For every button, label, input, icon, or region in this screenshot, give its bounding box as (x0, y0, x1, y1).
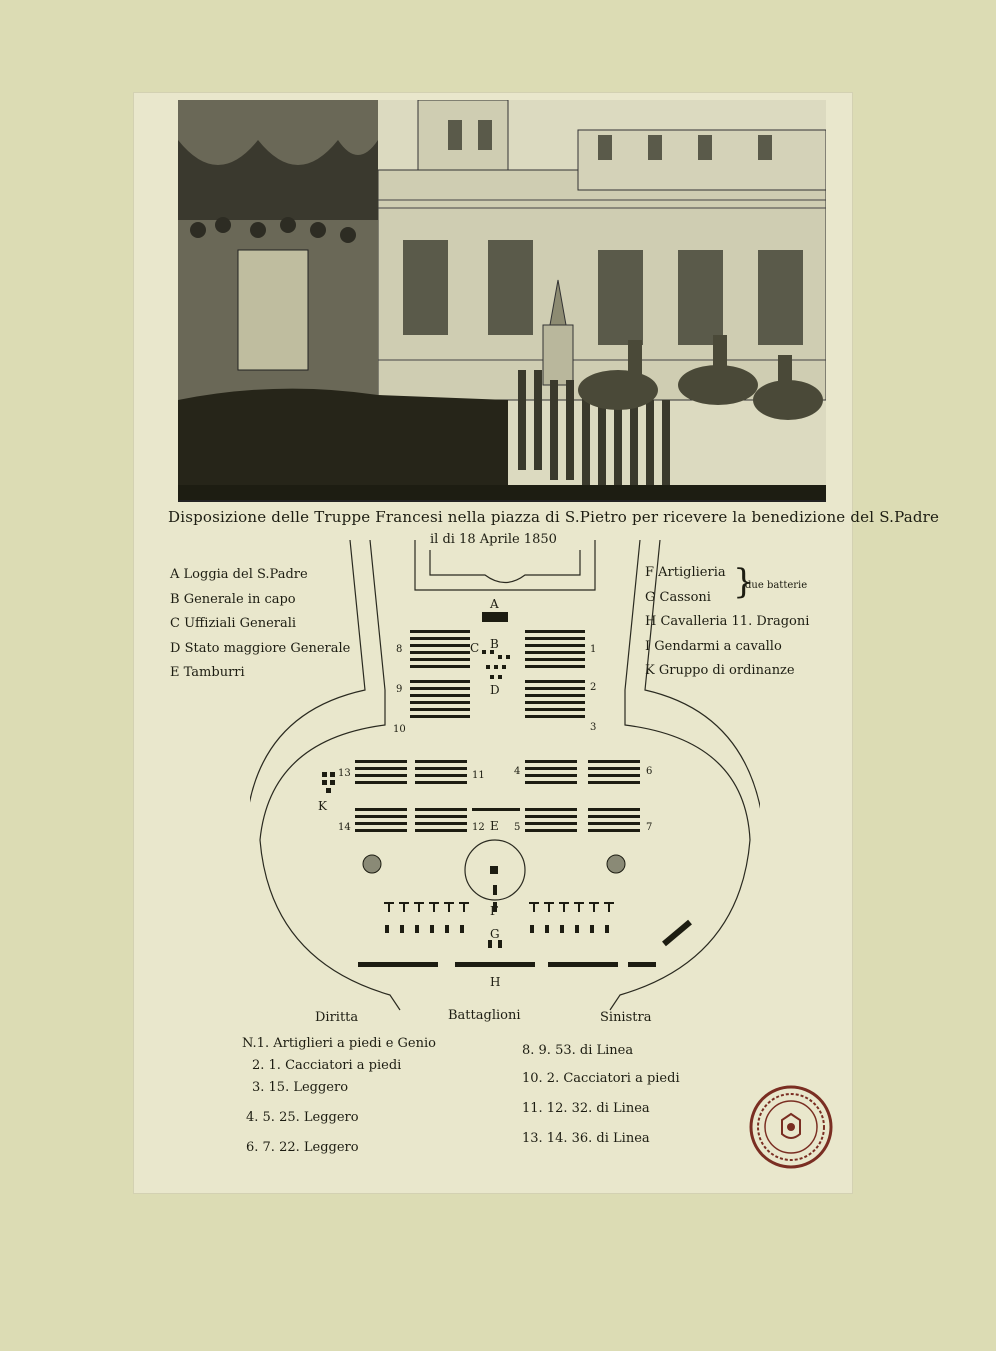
plan-num-11: 11 (472, 770, 485, 781)
legend-item: D Stato maggiore Generale (170, 640, 351, 656)
engraving-illustration (178, 100, 826, 502)
plan-num-1: 1 (590, 644, 596, 655)
plan-num-5: 5 (514, 822, 520, 833)
legend-item: F Artiglieria (645, 565, 726, 580)
plan-label-k: K (318, 799, 328, 813)
legend-left: A Loggia del S.Padre B Generale in capo … (170, 563, 350, 686)
engraving-caption: Disposizione delle Truppe Francesi nella… (168, 508, 940, 526)
loggia-marker (482, 612, 508, 622)
legend-item: K Gruppo di ordinanze (645, 663, 795, 678)
plan-num-8: 8 (396, 644, 402, 655)
caption-date: il di 18 Aprile 1850 (430, 532, 557, 547)
label-sinistra: Sinistra (600, 1010, 652, 1025)
battalions-right-list: 8. 9. 53. di Linea 10. 2. Cacciatori a p… (522, 1040, 680, 1150)
legend-item: A Loggia del S.Padre (170, 567, 308, 582)
plan-num-10: 10 (393, 724, 406, 735)
plan-num-3: 3 (590, 722, 596, 733)
plan-label-c: C (470, 641, 479, 655)
plan-num-13: 13 (338, 768, 351, 779)
due-batterie-note: due batterie (745, 580, 808, 591)
brace-glyph: } (733, 562, 755, 602)
obelisk-marker (490, 866, 498, 874)
battalion-item: N.1. Artiglieri a piedi e Genio (242, 1036, 436, 1051)
plan-num-12: 12 (472, 822, 485, 833)
plan-label-g: G (490, 927, 500, 941)
legend-right: F Artiglieria G Cassoni H Cavalleria 11.… (645, 561, 809, 684)
battalion-item: 6. 7. 22. Leggero (246, 1140, 359, 1155)
legend-item: B Generale in capo (170, 591, 296, 607)
plan-num-14: 14 (338, 822, 351, 833)
legend-item: I Gendarmi a cavallo (645, 638, 782, 654)
piazza-plan: A B C D E F G H K 1 2 3 4 5 6 7 8 9 10 1… (250, 540, 760, 1011)
battalion-item: 8. 9. 53. di Linea (522, 1043, 634, 1058)
battalion-item: 11. 12. 32. di Linea (522, 1101, 650, 1116)
plan-num-2: 2 (590, 682, 596, 693)
legend-item: E Tamburri (170, 665, 245, 680)
plan-label-h: H (490, 975, 500, 989)
plan-label-b: B (490, 637, 499, 651)
legend-item: G Cassoni (645, 589, 711, 605)
label-battaglioni: Battaglioni (448, 1008, 521, 1023)
plan-num-6: 6 (646, 766, 652, 777)
plan-num-7: 7 (646, 822, 652, 833)
battalion-item: 4. 5. 25. Leggero (246, 1110, 359, 1125)
plan-num-4: 4 (514, 766, 520, 777)
fountain-right (606, 854, 626, 874)
plan-num-9: 9 (396, 684, 402, 695)
plan-label-f: F (490, 904, 498, 918)
plan-label-a: A (489, 597, 499, 611)
battalion-item: 13. 14. 36. di Linea (522, 1131, 650, 1146)
legend-item: C Uffiziali Generali (170, 616, 297, 631)
battalion-item: 3. 15. Leggero (252, 1080, 349, 1095)
battalion-item: 10. 2. Cacciatori a piedi (522, 1071, 680, 1086)
battalion-blocks (322, 630, 692, 967)
library-stamp (749, 1085, 833, 1169)
battalions-left-list: N.1. Artiglieri a piedi e Genio 2. 1. Ca… (242, 1033, 436, 1159)
battalion-item: 2. 1. Cacciatori a piedi (252, 1058, 402, 1073)
fountain-left (362, 854, 382, 874)
plan-label-e: E (490, 819, 499, 833)
plan-label-d: D (490, 683, 500, 697)
legend-item: H Cavalleria 11. Dragoni (645, 614, 810, 629)
label-diritta: Diritta (315, 1010, 359, 1025)
